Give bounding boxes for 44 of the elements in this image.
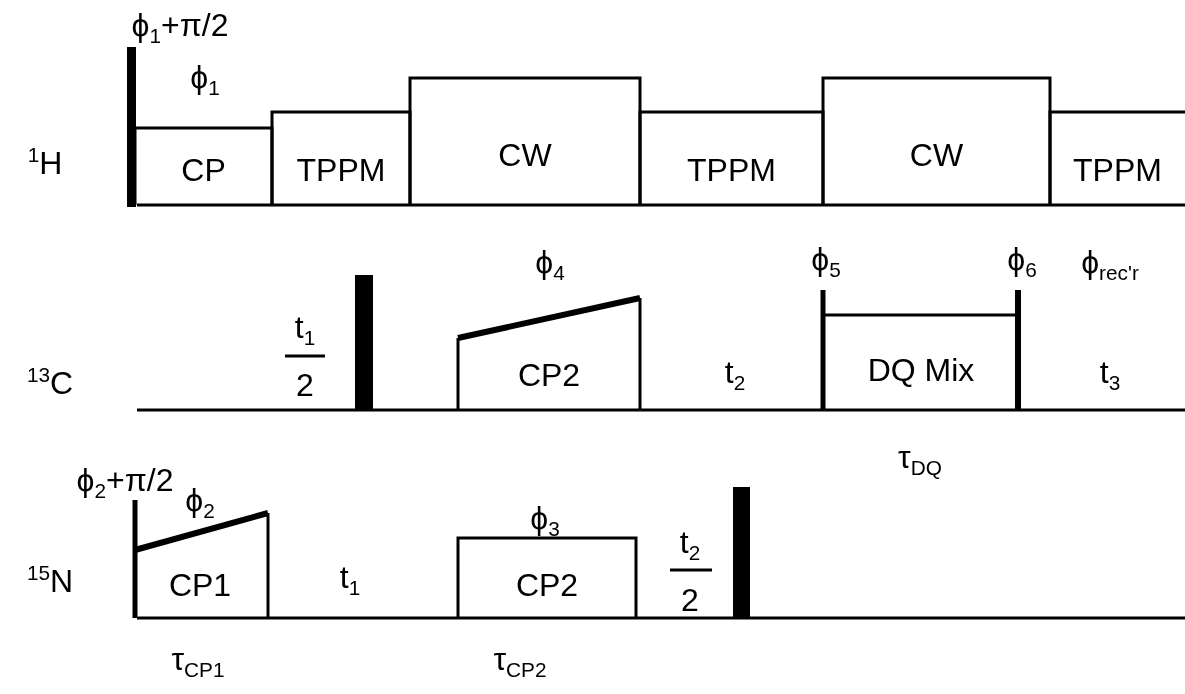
pulse-block [272, 112, 410, 205]
pulse-label: CP [180, 154, 227, 186]
delay-label: 2 [681, 584, 699, 616]
phase-label: ϕ$_{rec'r}$ [1081, 245, 1139, 285]
nucleus-label: $^{13}$C [26, 365, 74, 399]
delay-label: t$_{1}$ [339, 560, 361, 600]
nucleus-label: $^{1}$H [27, 145, 63, 179]
delay-label: τ$_{CP1}$ [171, 642, 225, 682]
pulse-label: CP2 [516, 359, 582, 391]
pulse-label: CP1 [167, 569, 233, 601]
pulse-label: DQ Mix [866, 354, 976, 386]
delay-label: t$_{3}$ [1099, 355, 1121, 395]
pulse-label: TPPM [295, 154, 387, 186]
pulse-label: CW [497, 139, 553, 171]
pulse-block [1050, 112, 1185, 205]
pulse-label: TPPM [1072, 154, 1163, 186]
pulse-block [458, 298, 640, 410]
phase-label: ϕ$_{1}$ [190, 60, 220, 100]
delay-label: τ$_{DQ}$ [898, 440, 942, 480]
delay-label: 2 [296, 369, 314, 401]
phase-label: ϕ$_{2}$+π/2 [76, 463, 174, 503]
delay-label: t$_{1}$ [294, 310, 316, 350]
pulse-block [821, 290, 1021, 410]
pulse-bar [355, 275, 373, 410]
phase-label: ϕ$_{3}$ [530, 501, 560, 541]
pulse-block [640, 112, 823, 205]
phase-label: ϕ$_{2}$ [185, 483, 215, 523]
pulse-bar [733, 487, 750, 618]
pulse-block [823, 78, 1050, 205]
phase-label: ϕ$_{4}$ [535, 245, 565, 285]
delay-label: τ$_{CP2}$ [493, 642, 547, 682]
phase-label: ϕ$_{1}$+π/2 [131, 8, 229, 48]
delay-label: t$_{2}$ [679, 525, 701, 565]
pulse-block [135, 128, 272, 205]
pulse-label: CW [908, 139, 965, 171]
pulse-label: CP2 [514, 569, 580, 601]
nucleus-label: $^{15}$N [26, 563, 74, 597]
phase-label: ϕ$_{5}$ [811, 242, 841, 282]
pulse-block [410, 78, 640, 205]
phase-label: ϕ$_{6}$ [1007, 242, 1037, 282]
pulse-label: TPPM [686, 154, 777, 186]
delay-label: t$_{2}$ [724, 355, 746, 395]
pulse-block [458, 538, 636, 618]
pulse-bar [127, 47, 136, 207]
